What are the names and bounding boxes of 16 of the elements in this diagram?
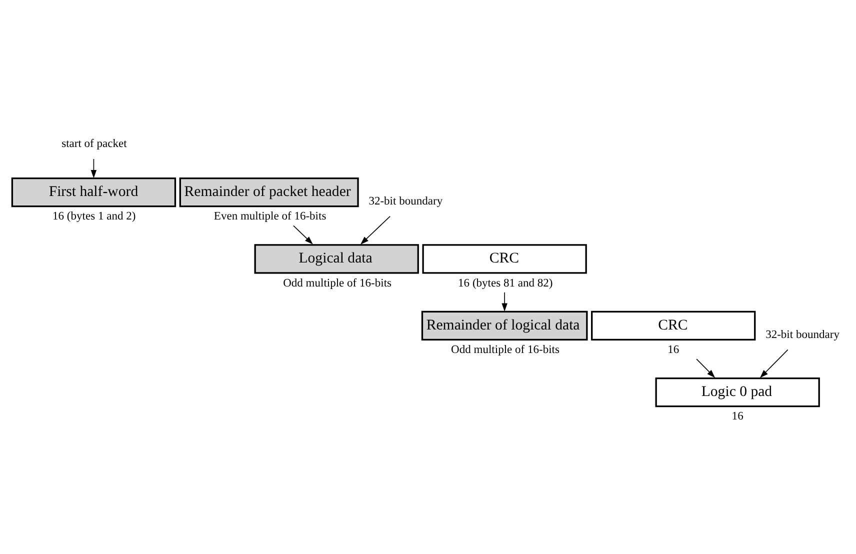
node-text: 32-bit boundary [766,328,840,340]
node-label: 16 (bytes 1 and 2) [52,210,136,222]
arrow [360,215,391,244]
arrow [502,291,508,311]
node-label: Odd multiple of 16-bits [283,276,392,289]
arrow [696,358,716,378]
arrow [90,158,97,178]
node-text: start of packet [62,138,127,150]
arrow [293,224,313,244]
node-label: Odd multiple of 16-bits [451,344,560,356]
node-label: 16 [668,344,680,356]
node-label: Even multiple of 16-bits [214,210,326,222]
node-label: 16 [732,410,744,422]
node-label: 16 (bytes 81 and 82) [458,276,553,289]
node-text: 32-bit boundary [368,194,443,207]
arrow [760,348,788,378]
